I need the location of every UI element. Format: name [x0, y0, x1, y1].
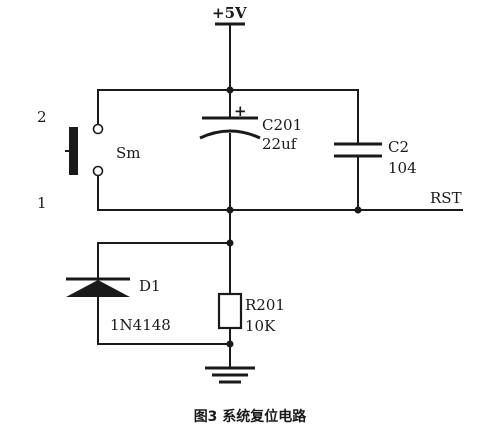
resistor-ref: R201 — [245, 296, 285, 314]
c201-ref: C201 — [262, 116, 302, 134]
switch-pin-2: 2 — [37, 108, 47, 126]
junction-top — [226, 86, 234, 94]
ground-symbol — [205, 366, 255, 384]
junction-rst-c2 — [354, 206, 362, 214]
resistor-r201: R201 10K — [217, 292, 285, 335]
figure-caption: 图3 系统复位电路 — [194, 408, 308, 425]
diode-d1: D1 1N4148 — [66, 242, 231, 345]
c201-polarity: + — [234, 102, 247, 120]
supply-label: +5V — [212, 4, 247, 22]
capacitor-c201: + C201 22uf — [199, 102, 302, 153]
switch-actuator — [69, 127, 78, 175]
diode-part: 1N4148 — [110, 316, 171, 334]
switch-contact-top — [92, 123, 104, 135]
switch-label: Sm — [116, 144, 141, 162]
c2-value: 104 — [388, 159, 417, 177]
c201-plate-negative — [199, 129, 261, 140]
rst-label: RST — [430, 189, 462, 207]
diode-triangle — [66, 280, 130, 297]
switch-contact-bottom — [92, 165, 104, 177]
resistor-body — [217, 292, 243, 330]
switch-pin-1: 1 — [37, 194, 47, 212]
diode-ref: D1 — [139, 277, 161, 295]
supply-5v: +5V — [212, 4, 247, 26]
capacitor-c2: C2 104 — [334, 89, 417, 211]
c2-ref: C2 — [388, 138, 409, 156]
c201-value: 22uf — [262, 135, 298, 153]
resistor-value: 10K — [245, 317, 276, 335]
junction-rst-bus — [226, 206, 234, 214]
switch-sm: Sm 2 1 — [37, 89, 141, 212]
